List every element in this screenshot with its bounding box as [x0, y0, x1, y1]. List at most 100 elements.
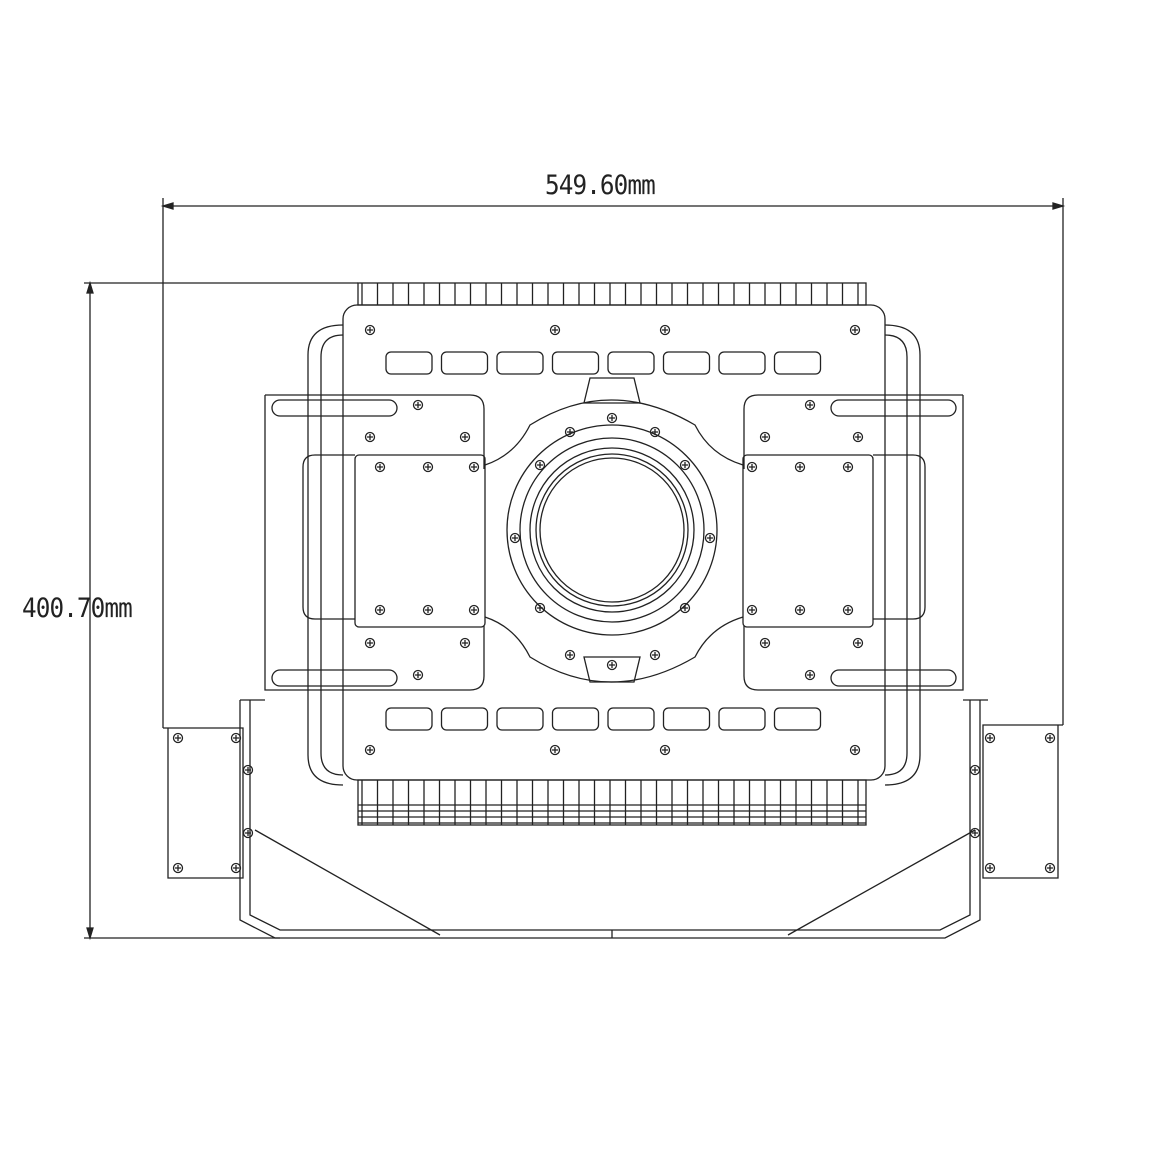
screw-icon	[564, 649, 576, 661]
screw-slot	[1047, 865, 1053, 871]
screw-icon	[794, 461, 806, 473]
screw-icon	[649, 649, 661, 661]
fin-block	[357, 779, 867, 826]
screw-icon	[230, 732, 242, 744]
screw-icon	[564, 426, 576, 438]
screw-slot	[552, 747, 558, 753]
screw-icon	[746, 461, 758, 473]
vent-slot	[496, 351, 544, 375]
screw-icon	[852, 637, 864, 649]
height-dimension-label: 400.70mm	[22, 593, 133, 624]
screws	[172, 324, 1056, 874]
screw-icon	[230, 862, 242, 874]
housing	[307, 304, 921, 786]
screw-icon	[459, 637, 471, 649]
vent-slot	[718, 351, 766, 375]
screw-slot	[652, 429, 658, 435]
screw-icon	[412, 669, 424, 681]
screw-icon	[849, 744, 861, 756]
screw-icon	[984, 732, 996, 744]
vent-slot	[440, 351, 489, 375]
screw-slot	[749, 464, 755, 470]
screw-slot	[175, 735, 181, 741]
vent-slot	[496, 707, 544, 731]
screw-icon	[422, 604, 434, 616]
screw-slot	[662, 327, 668, 333]
screw-icon	[534, 602, 546, 614]
screw-slot	[762, 640, 768, 646]
screw-icon	[468, 604, 480, 616]
vent-slot	[607, 707, 655, 731]
screw-slot	[367, 327, 373, 333]
screw-slot	[707, 535, 713, 541]
screw-slot	[652, 652, 658, 658]
screw-icon	[468, 461, 480, 473]
screw-icon	[804, 669, 816, 681]
screw-slot	[552, 327, 558, 333]
screw-slot	[972, 830, 978, 836]
screw-slot	[845, 607, 851, 613]
lens	[506, 377, 718, 683]
screw-slot	[415, 672, 421, 678]
screw-slot	[987, 865, 993, 871]
screw-icon	[412, 399, 424, 411]
screw-slot	[855, 640, 861, 646]
width-dimension-label: 549.60mm	[545, 170, 656, 201]
screw-icon	[659, 324, 671, 336]
vent-slot	[773, 707, 822, 731]
screw-slot	[537, 605, 543, 611]
yoke-bracket	[163, 699, 1063, 939]
screw-icon	[242, 764, 254, 776]
screw-icon	[649, 426, 661, 438]
screw-slot	[425, 464, 431, 470]
fin-block	[357, 282, 867, 306]
screw-slot	[415, 402, 421, 408]
screw-slot	[807, 672, 813, 678]
screw-icon	[606, 412, 618, 424]
top-heatsink-fins	[357, 282, 867, 306]
screw-icon	[759, 637, 771, 649]
screw-slot	[471, 607, 477, 613]
screw-icon	[842, 461, 854, 473]
screw-slot	[852, 327, 858, 333]
screw-icon	[679, 602, 691, 614]
screw-icon	[364, 744, 376, 756]
screw-icon	[422, 461, 434, 473]
screw-slot	[1047, 735, 1053, 741]
screw-icon	[659, 744, 671, 756]
screw-icon	[364, 431, 376, 443]
screw-icon	[364, 637, 376, 649]
height-dimension	[84, 280, 358, 941]
screw-slot	[609, 415, 615, 421]
screw-slot	[852, 747, 858, 753]
screw-slot	[471, 464, 477, 470]
screw-icon	[172, 732, 184, 744]
vent-slot	[662, 707, 711, 731]
screw-slot	[797, 607, 803, 613]
vent-slot	[385, 351, 433, 375]
vent-slot	[718, 707, 766, 731]
screw-icon	[852, 431, 864, 443]
screw-icon	[374, 461, 386, 473]
mount-plates	[354, 399, 874, 683]
screw-icon	[509, 532, 521, 544]
screw-slot	[367, 434, 373, 440]
screw-slot	[662, 747, 668, 753]
bottom-heatsink-fins	[357, 779, 867, 826]
screw-icon	[794, 604, 806, 616]
screw-slot	[425, 607, 431, 613]
vent-slot	[551, 707, 600, 731]
screw-slot	[682, 462, 688, 468]
screw-slot	[567, 429, 573, 435]
width-dimension	[160, 198, 1066, 728]
screw-slot	[807, 402, 813, 408]
screw-icon	[704, 532, 716, 544]
screw-icon	[549, 744, 561, 756]
screw-icon	[1044, 732, 1056, 744]
screw-slot	[609, 662, 615, 668]
screw-icon	[679, 459, 691, 471]
screw-icon	[549, 324, 561, 336]
screw-slot	[987, 735, 993, 741]
screw-slot	[845, 464, 851, 470]
